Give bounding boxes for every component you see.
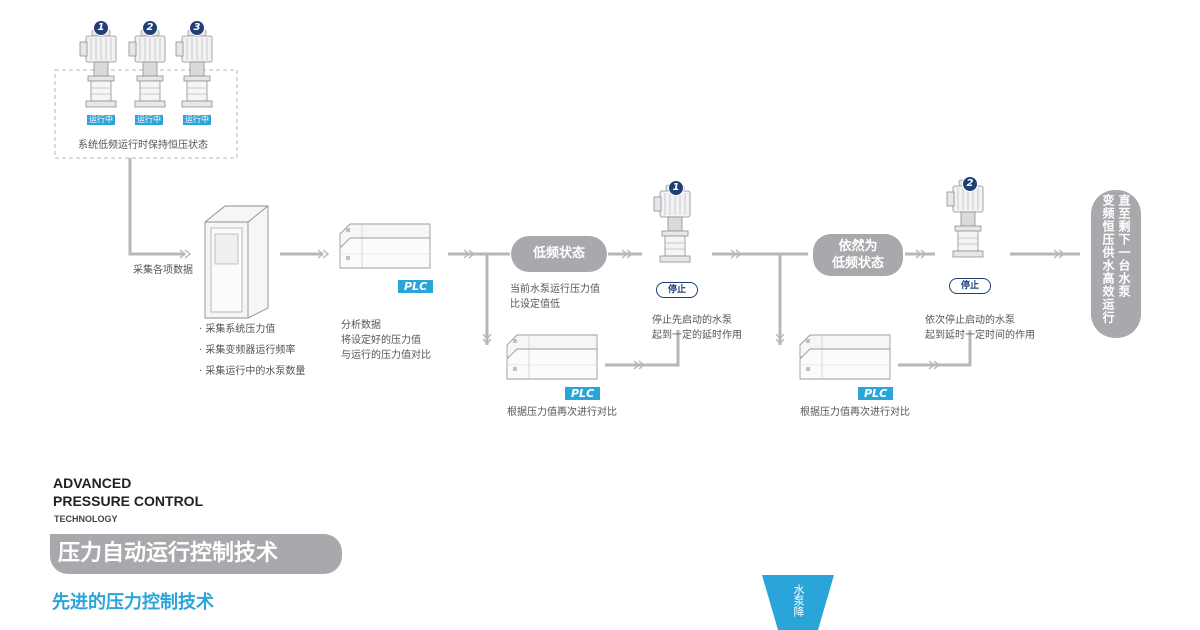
stage1-plc-caption: 根据压力值再次进行对比 [507, 407, 617, 418]
analyze-line-3: 与运行的压力值对比 [341, 350, 431, 361]
bullet-pressure: · 采集系统压力值 [199, 324, 276, 335]
stage1-desc-1: 当前水泵运行压力值 [510, 284, 600, 295]
stage1-desc-2: 比设定值低 [510, 299, 560, 310]
collect-label: 采集各项数据 [133, 265, 193, 276]
stage2-stop-desc-2: 起到延时一定时间的作用 [925, 330, 1035, 341]
plc-stage2 [799, 334, 891, 380]
pump-stage2 [946, 179, 984, 258]
pump-number-2: 2 [142, 20, 158, 36]
brand-line-3: TECHNOLOGY [54, 514, 118, 524]
pump-number-3: 3 [189, 20, 205, 36]
pump-top-2 [128, 29, 166, 108]
stop-badge-2: 停止 [949, 278, 991, 294]
low-frequency-pill: 低频状态 [511, 236, 607, 272]
page-subtitle: 先进的压力控制技术 [52, 592, 214, 613]
analyze-line-2: 将设定好的压力值 [341, 335, 421, 346]
bullet-pump-count: · 采集运行中的水泵数量 [199, 366, 306, 377]
funnel-text: 水泵降 [792, 584, 805, 617]
pump-stage1 [653, 184, 691, 263]
stage1-stop-desc-2: 起到一定的延时作用 [652, 330, 742, 341]
running-badge-3: 运行中 [182, 114, 212, 126]
stage1-stop-desc-1: 停止先启动的水泵 [652, 315, 732, 326]
brand-line-1: ADVANCED [53, 475, 132, 491]
final-result-line-2: 变频恒压供水高效运行 [1101, 194, 1115, 324]
bullet-frequency: · 采集变频器运行频率 [199, 345, 296, 356]
still-low-frequency-pill: 依然为 低频状态 [813, 234, 903, 276]
running-badge-1: 运行中 [86, 114, 116, 126]
running-badge-2: 运行中 [134, 114, 164, 126]
pump-top-3 [175, 29, 213, 108]
stage2-pump-number: 2 [962, 176, 978, 192]
stage1-pump-number: 1 [668, 180, 684, 196]
brand-line-2: PRESSURE CONTROL [53, 493, 204, 509]
pump-top-1 [79, 29, 117, 108]
still-low-frequency-line-2: 低频状态 [831, 256, 884, 271]
final-result-line-1: 直至剩下一台水泵 [1117, 194, 1131, 298]
stage2-plc-caption: 根据压力值再次进行对比 [800, 407, 910, 418]
plc-stage1 [506, 334, 598, 380]
still-low-frequency-line-1: 依然为 [838, 239, 878, 254]
final-result-pill: 直至剩下一台水泵 变频恒压供水高效运行 [1091, 190, 1141, 338]
stage2-stop-desc-1: 依次停止启动的水泵 [925, 315, 1015, 326]
plc-badge-stage1: PLC [565, 387, 601, 400]
page-title: 压力自动运行控制技术 [50, 534, 342, 574]
control-cabinet [204, 205, 269, 319]
pump-number-1: 1 [93, 20, 109, 36]
analyze-line-1: 分析数据 [341, 320, 381, 331]
plc-main [339, 223, 431, 269]
funnel-shape [762, 575, 834, 630]
plc-badge-main: PLC [398, 280, 434, 293]
plc-badge-stage2: PLC [858, 387, 894, 400]
stop-badge-1: 停止 [656, 282, 698, 298]
group-caption: 系统低频运行时保持恒压状态 [78, 140, 208, 151]
